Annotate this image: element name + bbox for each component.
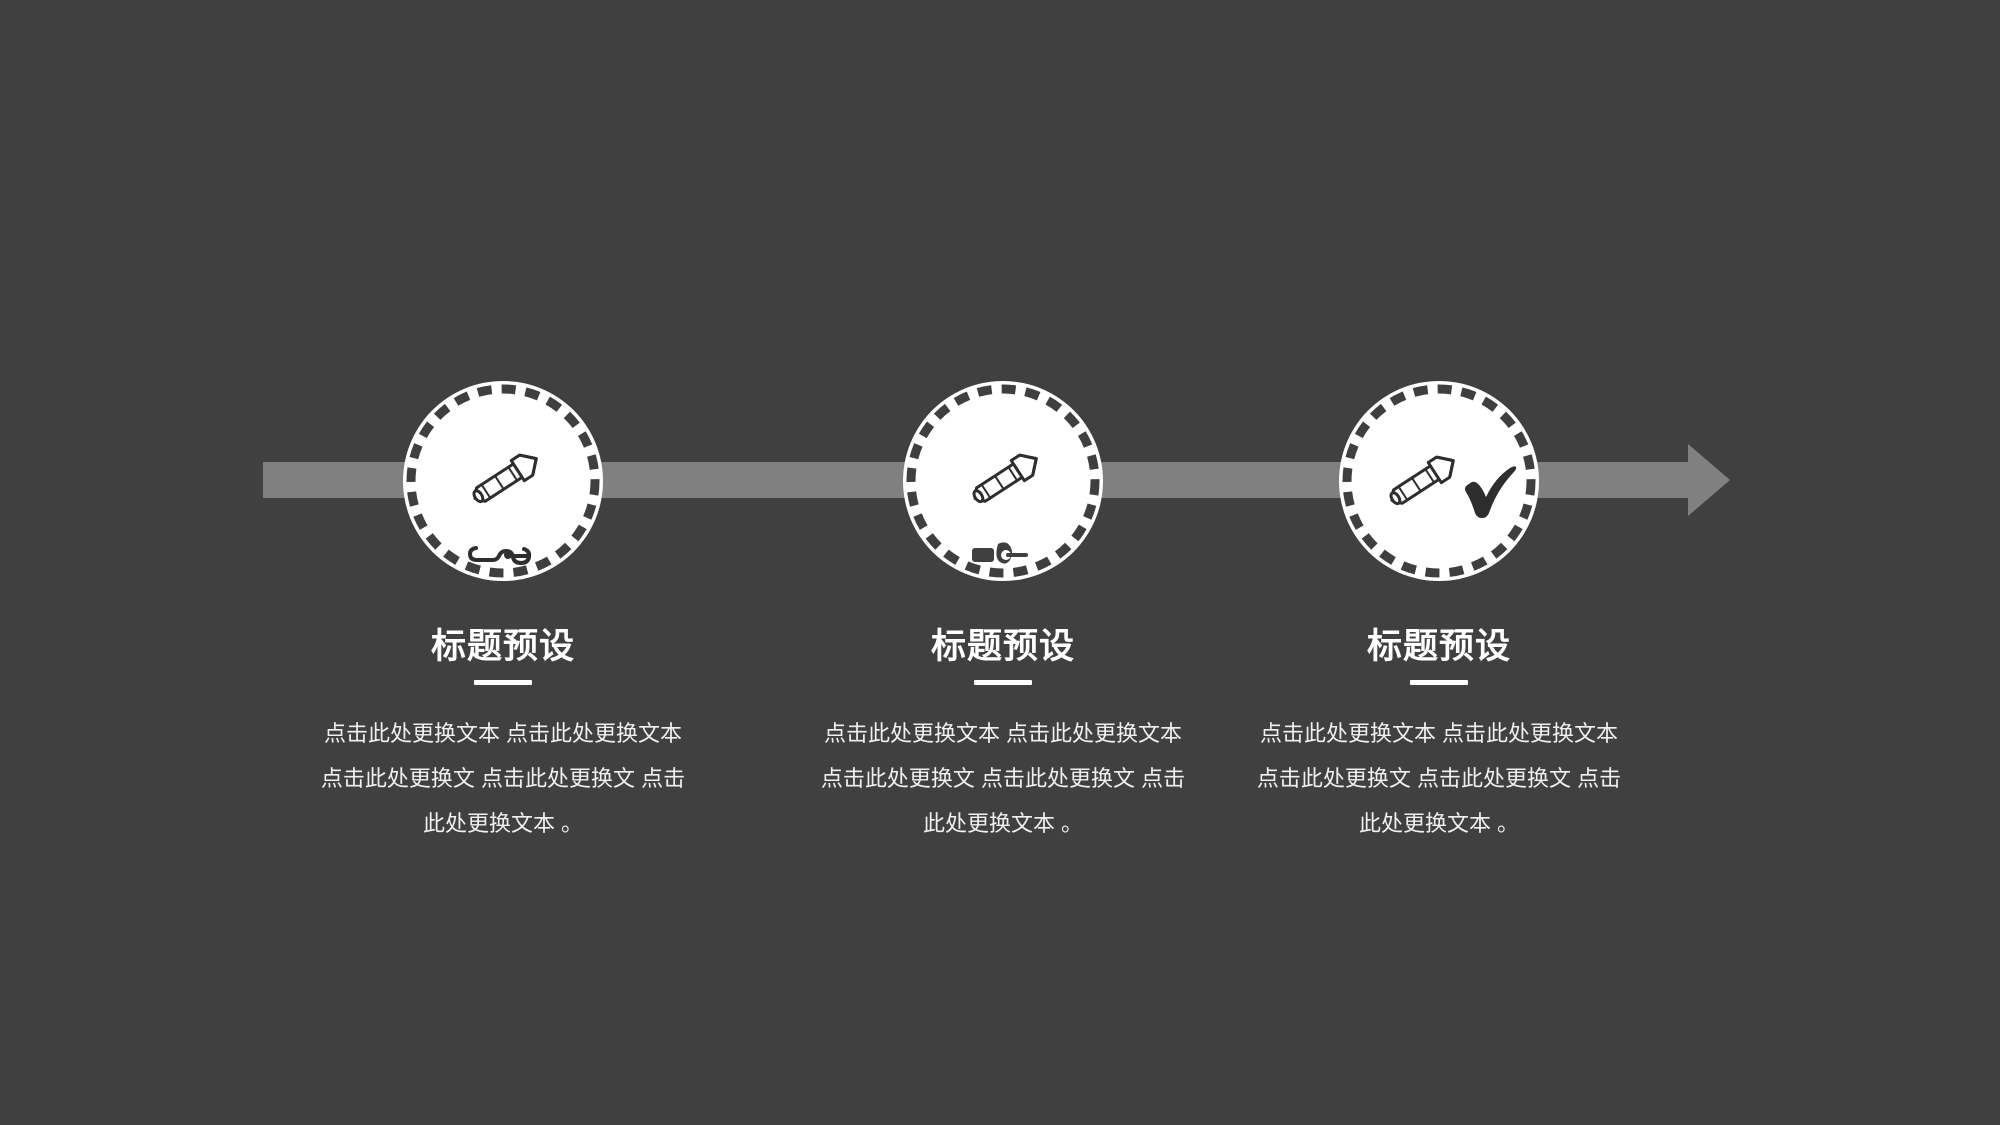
step-2-title-rule (974, 680, 1032, 685)
pencil-icon (972, 453, 1038, 504)
step-item-2[interactable]: 标题预设 点击此处更换文本 点击此处更换文本 点击此处更换文 点击此处更换文 点… (793, 380, 1213, 846)
step-1-body: 点击此处更换文本 点击此处更换文本 点击此处更换文 点击此处更换文 点击此处更换… (320, 721, 686, 836)
step-1-title: 标题预设 (430, 627, 575, 666)
dashed-ring-icon (906, 384, 1100, 578)
step-1-badge[interactable] (402, 380, 604, 582)
check-icon (1465, 466, 1517, 518)
step-1-title-rule (474, 680, 532, 685)
step-3-title: 标题预设 (1366, 627, 1511, 666)
dashed-ring-icon (406, 384, 600, 578)
scribble-icon (468, 546, 532, 565)
step-3-title-rule (1410, 680, 1468, 685)
step-item-1[interactable]: 标题预设 点击此处更换文本 点击此处更换文本 点击此处更换文 点击此处更换文 点… (293, 380, 713, 846)
step-2-title: 标题预设 (930, 627, 1075, 666)
step-item-3[interactable]: 标题预设 点击此处更换文本 点击此处更换文本 点击此处更换文 点击此处更换文 点… (1229, 380, 1649, 846)
scribble-filled-icon (972, 542, 1028, 564)
dashed-ring-icon (1342, 384, 1536, 578)
pencil-icon (1389, 455, 1455, 506)
step-2-body: 点击此处更换文本 点击此处更换文本 点击此处更换文 点击此处更换文 点击此处更换… (820, 721, 1186, 836)
step-3-body: 点击此处更换文本 点击此处更换文本 点击此处更换文 点击此处更换文 点击此处更换… (1256, 721, 1622, 836)
step-3-badge[interactable] (1338, 380, 1540, 582)
pencil-icon (472, 453, 538, 504)
step-2-badge[interactable] (902, 380, 1104, 582)
